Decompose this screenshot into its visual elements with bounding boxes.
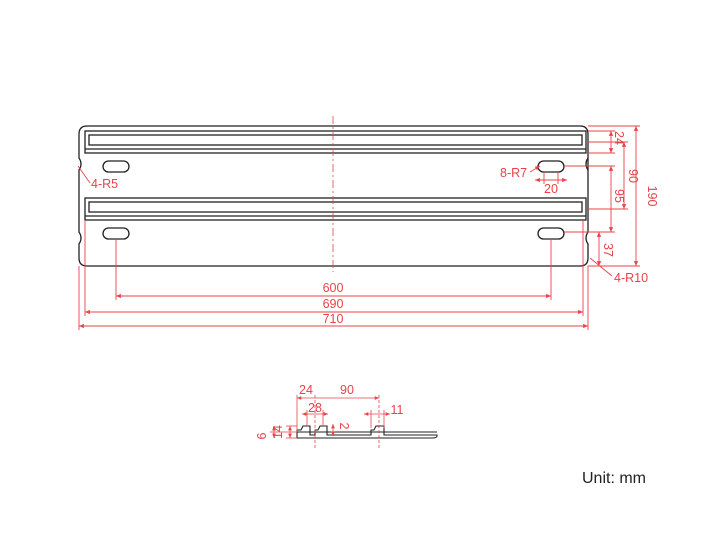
profile-dimensions xyxy=(270,395,390,450)
dim-600: 600 xyxy=(323,281,344,295)
dim-8-r7: 8-R7 xyxy=(500,166,527,180)
top-rail-inner xyxy=(88,134,583,146)
profile-dim-6: 6 xyxy=(255,432,269,439)
slot-bottom-left xyxy=(102,227,130,240)
slot-top-left xyxy=(102,160,130,173)
slot-bottom-right xyxy=(537,227,565,240)
dim-4-r5: 4-R5 xyxy=(91,177,118,191)
dim-4-r10: 4-R10 xyxy=(614,271,648,285)
top-view-dimensions xyxy=(77,125,640,330)
profile-dim-14: 14 xyxy=(271,425,285,439)
middle-rail-outer xyxy=(84,197,587,221)
dim-90: 90 xyxy=(626,169,640,183)
slot-top-right xyxy=(537,160,565,173)
profile-dim-2: 2 xyxy=(337,423,351,430)
dim-690: 690 xyxy=(323,297,344,311)
profile-dim-24: 24 xyxy=(299,383,313,397)
dim-37: 37 xyxy=(601,243,615,257)
profile-dim-28: 28 xyxy=(308,401,322,415)
plate-outline xyxy=(78,125,589,267)
profile-dim-90: 90 xyxy=(340,383,354,397)
dim-190: 190 xyxy=(645,186,659,207)
profile-view xyxy=(296,425,438,439)
middle-rail-inner xyxy=(88,201,583,213)
top-view xyxy=(78,125,589,267)
profile-outline xyxy=(296,425,438,439)
dim-20: 20 xyxy=(544,182,558,196)
top-rail-outer xyxy=(84,130,587,154)
dim-95: 95 xyxy=(612,189,626,203)
unit-label: Unit: mm xyxy=(582,470,646,487)
dim-710: 710 xyxy=(323,312,344,326)
profile-dim-11: 11 xyxy=(391,403,404,417)
dim-24: 24 xyxy=(612,131,626,145)
